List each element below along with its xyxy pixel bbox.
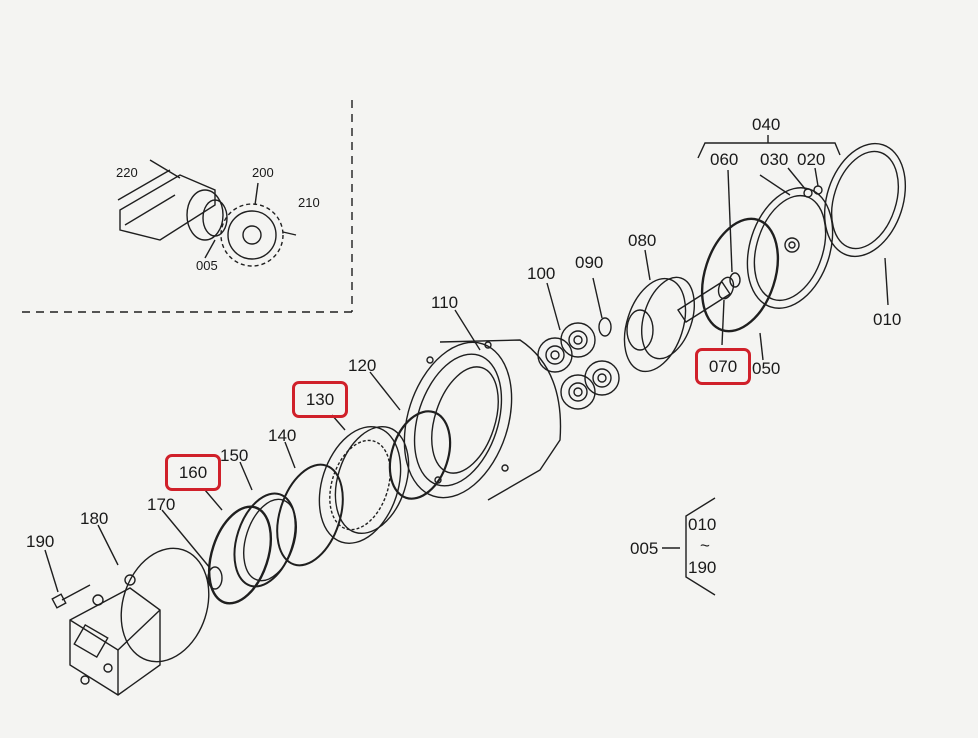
assembly-range-to: 190 — [688, 558, 717, 577]
inset-label-220: 220 — [116, 165, 138, 180]
bracket-040 — [697, 135, 841, 159]
label-080: 080 — [628, 231, 657, 250]
label-030: 030 — [760, 150, 789, 169]
part-160-seal — [204, 489, 272, 605]
label-100: 100 — [527, 264, 556, 283]
assembly-note-bracket — [662, 497, 716, 596]
highlight-label-160[interactable]: 160 — [165, 454, 221, 491]
part-070-sun-gear — [677, 169, 741, 346]
label-040: 040 — [752, 115, 781, 134]
assembly-range-from: 010 — [688, 515, 717, 534]
label-110: 110 — [431, 293, 459, 312]
part-120-snap-ring — [369, 371, 452, 500]
label-190: 190 — [26, 532, 55, 551]
label-180: 180 — [80, 509, 109, 528]
part-180-motor — [69, 524, 210, 696]
label-150: 150 — [220, 446, 249, 465]
label-120: 120 — [348, 356, 377, 375]
inset-label-005: 005 — [196, 258, 218, 273]
highlight-label-130[interactable]: 130 — [292, 381, 348, 418]
part-090-washer — [592, 277, 612, 337]
label-050: 050 — [752, 359, 781, 378]
part-050-o-ring — [700, 217, 780, 361]
inset-label-200: 200 — [252, 165, 274, 180]
part-170-washer — [161, 509, 223, 590]
inset-frame — [22, 100, 353, 313]
part-190-bolt — [44, 549, 91, 609]
part-140-ring — [276, 441, 344, 567]
label-090: 090 — [575, 253, 604, 272]
label-170: 170 — [147, 495, 176, 514]
assembly-group-label: 005 — [630, 539, 659, 558]
part-130-bearing — [318, 414, 410, 544]
assembly-range-tilde: ~ — [700, 536, 710, 555]
part-100-planet-gears — [537, 282, 620, 410]
label-010: 010 — [873, 310, 902, 329]
label-060: 060 — [710, 150, 739, 169]
highlight-label-070[interactable]: 070 — [695, 348, 751, 385]
part-080-carrier — [623, 249, 695, 373]
label-140: 140 — [268, 426, 297, 445]
label-020: 020 — [797, 150, 826, 169]
inset-label-210: 210 — [298, 195, 320, 210]
part-150-ring — [233, 461, 297, 588]
part-010-snap-ring — [823, 142, 907, 306]
inset-sprocket-drawing — [117, 159, 297, 267]
part-030-cover — [746, 167, 834, 309]
part-110-housing — [403, 309, 562, 501]
